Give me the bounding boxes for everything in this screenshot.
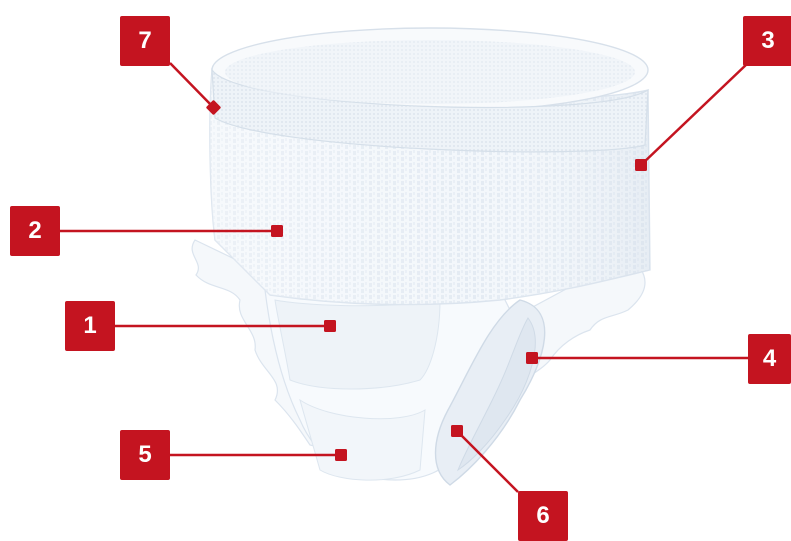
callout-label-7: 7 — [120, 16, 170, 66]
marker-6 — [451, 425, 463, 437]
callout-label-2: 2 — [10, 206, 60, 256]
marker-5 — [335, 449, 347, 461]
callout-label-5: 5 — [120, 430, 170, 480]
front-pad — [274, 299, 441, 390]
leg-barrier — [456, 317, 536, 472]
marker-3 — [635, 159, 647, 171]
leader-line-6 — [456, 430, 519, 493]
callout-label-4: 4 — [748, 334, 791, 384]
callout-label-1: 1 — [65, 301, 115, 351]
leader-line-3 — [640, 62, 749, 166]
marker-1 — [324, 320, 336, 332]
callout-label-6: 6 — [518, 491, 568, 541]
marker-2 — [271, 225, 283, 237]
leader-line-7 — [169, 62, 215, 109]
callout-label-3: 3 — [743, 16, 791, 66]
marker-7 — [206, 100, 221, 115]
marker-4 — [526, 352, 538, 364]
lower-pad — [299, 398, 426, 481]
